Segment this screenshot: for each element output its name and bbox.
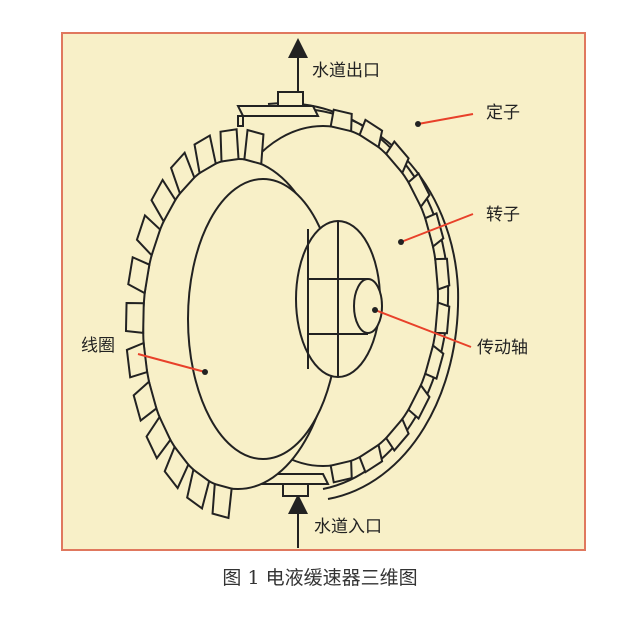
rotor-tooth [358,443,384,474]
coil-tooth [163,444,190,491]
rotor-tooth [424,343,445,380]
coil-tooth [186,467,211,511]
drive-shaft [295,220,383,378]
rotor-tooth [407,171,431,209]
rotor-tooth [384,139,410,175]
outlet-channel [236,91,320,127]
coil-tooth [125,341,149,379]
rotor-tooth [384,417,410,453]
drive-shaft-leader [374,309,472,348]
coil-tooth [211,482,233,520]
coil-tooth [169,150,196,196]
rotor-tooth [329,108,353,133]
coil-tooth [193,133,217,175]
coil [124,128,339,520]
label-coil: 线圈 [81,336,115,356]
stator-leader [417,113,474,125]
label-water-inlet: 水道入口 [314,517,382,537]
rotor-tooth [434,257,451,291]
rotor-tooth [434,301,451,335]
figure-caption: 图 1 电液缓速器三维图 [222,567,418,589]
label-stator: 定子 [486,103,520,123]
coil-tooth [150,177,177,224]
retarder-3d-diagram [124,38,474,548]
coil-tooth [132,379,158,423]
coil-leader [137,353,206,373]
rotor-tooth [329,459,353,484]
rotor-leader [400,213,474,243]
coil-tooth [135,213,162,258]
coil-tooth [219,128,240,163]
coil-tooth [127,255,151,295]
coil-tooth [145,414,172,461]
label-drive-shaft: 传动轴 [477,338,528,358]
coil-tooth [243,128,265,166]
rotor-tooth [407,383,431,421]
rotor-tooth [358,118,384,149]
label-water-outlet: 水道出口 [312,61,380,81]
label-rotor: 转子 [486,205,520,225]
figure-frame: 水道出口 定子 转子 传动轴 线圈 水道入口 [61,32,586,551]
coil-tooth [124,301,145,334]
